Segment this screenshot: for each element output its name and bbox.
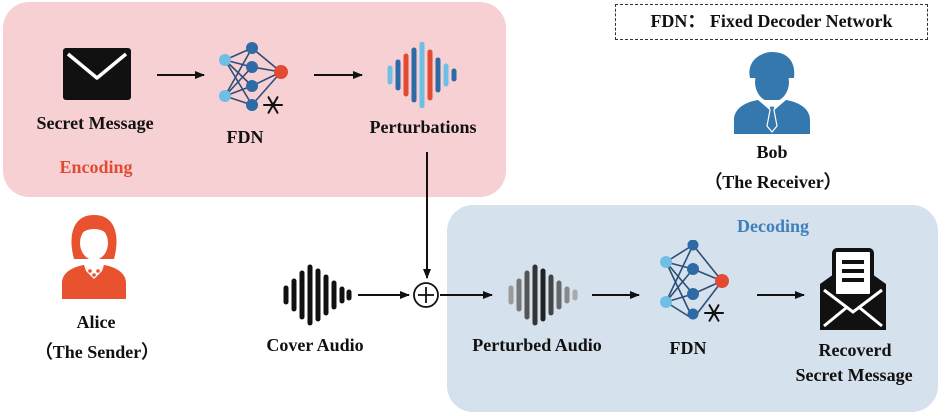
- add-icon: [413, 282, 439, 308]
- alice-role: （The Sender）: [34, 342, 160, 362]
- alice-user-icon: [62, 215, 126, 299]
- perturbed-audio-label: Perturbed Audio: [472, 335, 602, 355]
- bob-user-icon: [734, 52, 810, 134]
- bob-role: （The Receiver）: [704, 172, 842, 192]
- waveform-icon: [387, 42, 457, 108]
- document-envelope-icon: [820, 248, 886, 330]
- network-icon: [660, 240, 729, 320]
- network-icon: [219, 42, 288, 111]
- bob-name: Bob: [756, 142, 788, 162]
- recovered-label-line2: Secret Message: [795, 365, 913, 385]
- encoding-title: Encoding: [59, 157, 133, 177]
- snowflake-icon: [704, 304, 724, 322]
- secret-message-label: Secret Message: [36, 113, 154, 133]
- alice-name: Alice: [76, 312, 116, 332]
- perturbed-audio-waveform-icon: [508, 264, 578, 326]
- legend-box: FDN： Fixed Decoder Network: [615, 4, 928, 40]
- recovered-label-line1: Recoverd: [818, 340, 892, 360]
- decoding-title: Decoding: [737, 216, 809, 236]
- fdn-encoder-label: FDN: [226, 127, 264, 147]
- cover-audio-waveform-icon: [283, 264, 352, 326]
- cover-audio-label: Cover Audio: [266, 335, 364, 355]
- envelope-icon: [63, 48, 131, 100]
- fdn-decoder-label: FDN: [669, 338, 707, 358]
- perturbations-label: Perturbations: [369, 117, 477, 137]
- legend-text: FDN： Fixed Decoder Network: [650, 11, 893, 31]
- snowflake-icon: [263, 96, 283, 114]
